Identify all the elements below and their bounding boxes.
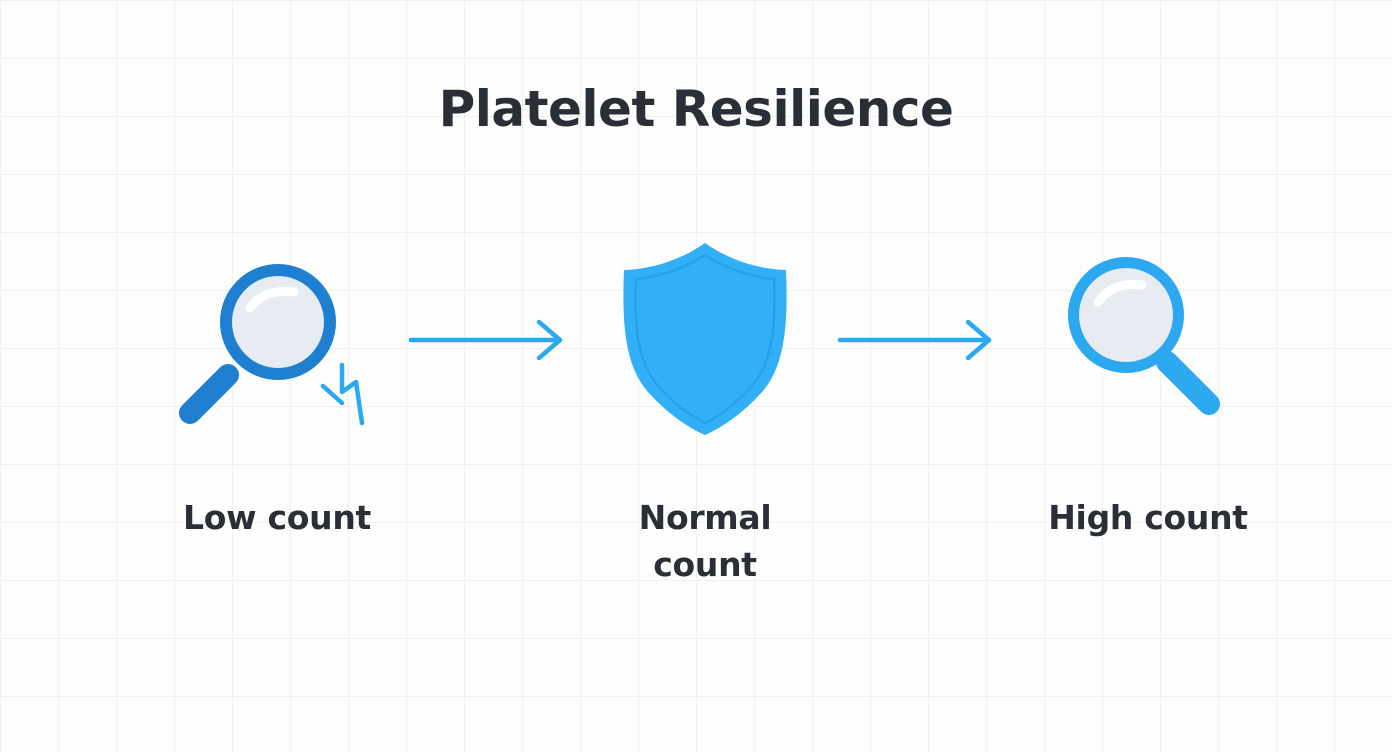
magnifier-icon [1062, 252, 1232, 422]
step-label-normal-count-line-2: count [653, 545, 757, 584]
diagram-title: Platelet Resilience [438, 80, 954, 138]
step-label-high-count: High count [1048, 498, 1248, 537]
shield-icon [618, 240, 792, 440]
step-label-normal-count-line-1: Normal [638, 498, 772, 537]
magnifier-down-arrow-icon [170, 250, 380, 440]
arrow-right-icon [834, 318, 999, 362]
arrow-right-icon [405, 318, 570, 362]
step-label-low-count: Low count [183, 498, 371, 537]
step-label-normal-count: Normal count [555, 494, 855, 588]
